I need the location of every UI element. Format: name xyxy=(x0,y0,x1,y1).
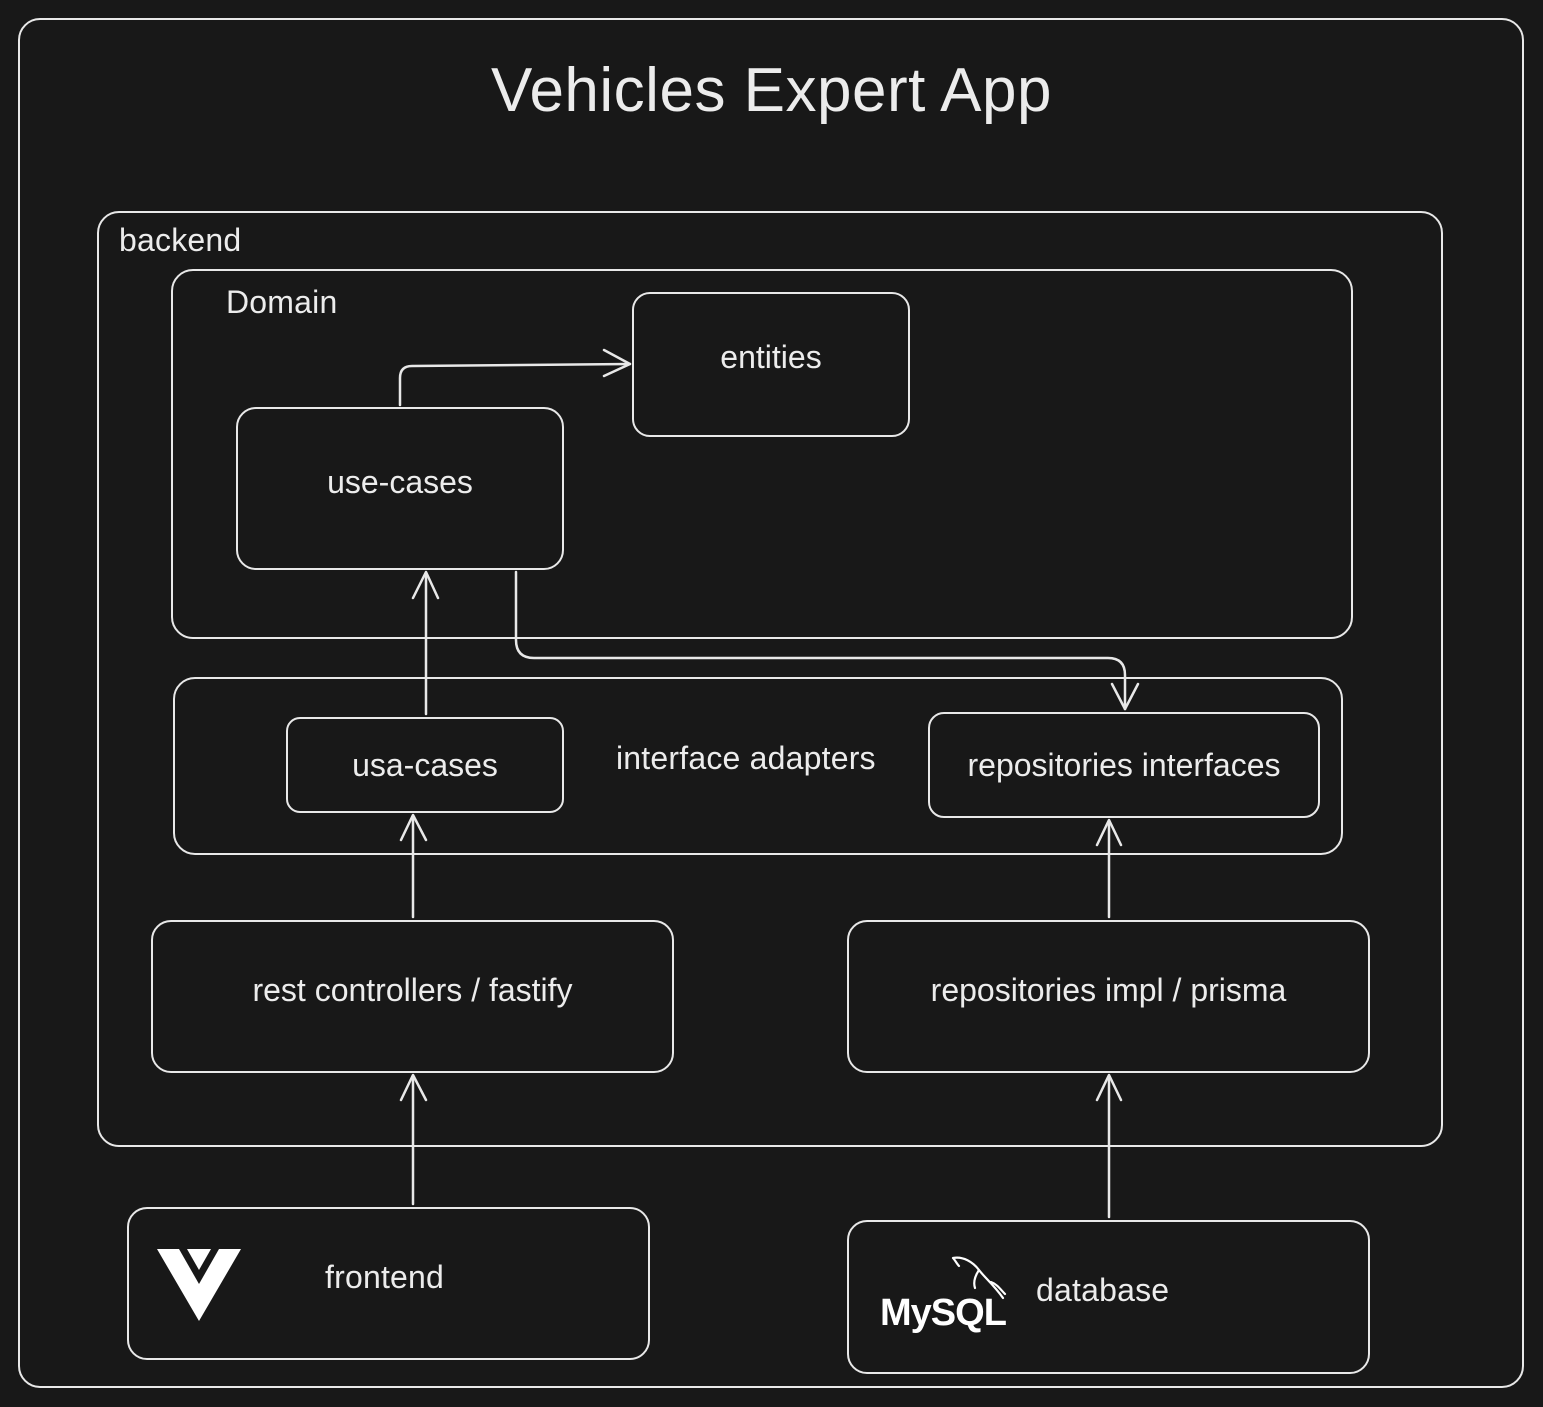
interface-adapters-label: interface adapters xyxy=(616,740,876,776)
use-cases-node: use-cases xyxy=(236,407,564,570)
dolphin-icon xyxy=(951,1256,1007,1300)
frontend-node: frontend xyxy=(127,1207,650,1360)
repositories-impl-label: repositories impl / prisma xyxy=(930,972,1287,1008)
frontend-label: frontend xyxy=(325,1259,445,1295)
rest-controllers-label: rest controllers / fastify xyxy=(252,972,573,1008)
repositories-interfaces-label: repositories interfaces xyxy=(967,746,1281,783)
usa-cases-label: usa-cases xyxy=(352,746,498,783)
backend-group xyxy=(97,211,1443,1147)
diagram-title: Vehicles Expert App xyxy=(491,56,1052,125)
database-node: database MySQL xyxy=(847,1220,1370,1374)
database-label: database xyxy=(1036,1272,1170,1308)
rest-controllers-node: rest controllers / fastify xyxy=(151,920,674,1073)
domain-label: Domain xyxy=(226,284,338,320)
mysql-wordmark: MySQL xyxy=(880,1292,1007,1334)
use-cases-label: use-cases xyxy=(327,464,473,500)
backend-label: backend xyxy=(119,222,242,258)
vue-icon xyxy=(157,1249,241,1321)
entities-label: entities xyxy=(720,339,822,375)
mysql-logo: MySQL xyxy=(877,1252,1007,1342)
repositories-impl-node: repositories impl / prisma xyxy=(847,920,1370,1073)
entities-node: entities xyxy=(632,292,910,437)
repositories-interfaces-node: repositories interfaces xyxy=(928,712,1320,818)
app-frame xyxy=(18,18,1524,1388)
usa-cases-node: usa-cases xyxy=(286,717,564,813)
